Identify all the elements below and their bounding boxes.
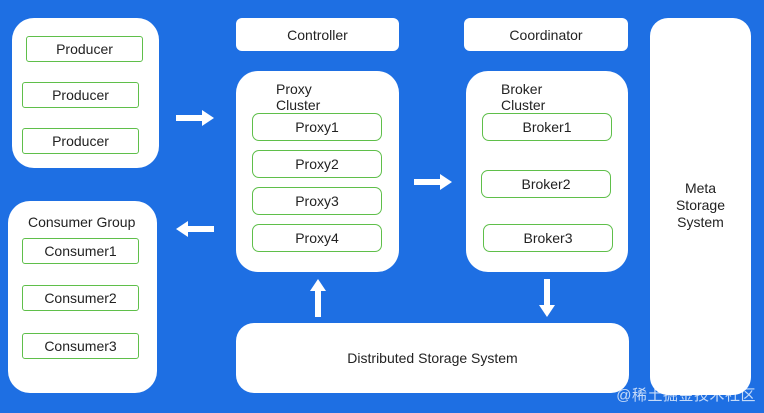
distributed-storage-label: Distributed Storage System (347, 350, 518, 366)
distributed-storage-panel: Distributed Storage System (236, 323, 629, 393)
consumer-box-2[interactable]: Consumer2 (22, 285, 139, 311)
watermark-text: @稀土掘金技术社区 (616, 387, 756, 404)
producers-panel: Producer Producer Producer (12, 18, 159, 168)
producer-box-1[interactable]: Producer (26, 36, 143, 62)
storage-to-proxy-arrow (310, 279, 326, 317)
broker-box-2[interactable]: Broker2 (481, 170, 611, 198)
broker-cluster-title: Broker Cluster (501, 81, 546, 113)
proxy-box-4[interactable]: Proxy4 (252, 224, 382, 252)
broker-to-storage-arrow (539, 279, 555, 317)
broker-cluster-panel: Broker Cluster Broker1 Broker2 Broker3 (466, 71, 628, 272)
meta-storage-panel: Meta Storage System (650, 18, 751, 395)
proxy-cluster-panel: Proxy Cluster Proxy1 Proxy2 Proxy3 Proxy… (236, 71, 399, 272)
consumer-box-1[interactable]: Consumer1 (22, 238, 139, 264)
consumer-group-title: Consumer Group (28, 214, 136, 230)
consumer-group-panel: Consumer Group Consumer1 Consumer2 Consu… (8, 201, 157, 393)
proxy-box-3[interactable]: Proxy3 (252, 187, 382, 215)
proxy-box-2[interactable]: Proxy2 (252, 150, 382, 178)
broker-box-1[interactable]: Broker1 (482, 113, 612, 141)
producer-box-3[interactable]: Producer (22, 128, 139, 154)
producer-box-2[interactable]: Producer (22, 82, 139, 108)
broker-box-3[interactable]: Broker3 (483, 224, 613, 252)
proxy-cluster-title: Proxy Cluster (276, 81, 321, 113)
producer-to-proxy-arrow (176, 110, 214, 126)
proxy-to-consumer-arrow (176, 221, 214, 237)
controller-box[interactable]: Controller (236, 18, 399, 51)
proxy-box-1[interactable]: Proxy1 (252, 113, 382, 141)
meta-storage-label: Meta Storage System (675, 180, 726, 230)
coordinator-box[interactable]: Coordinator (464, 18, 628, 51)
consumer-box-3[interactable]: Consumer3 (22, 333, 139, 359)
proxy-to-broker-arrow (414, 174, 452, 190)
